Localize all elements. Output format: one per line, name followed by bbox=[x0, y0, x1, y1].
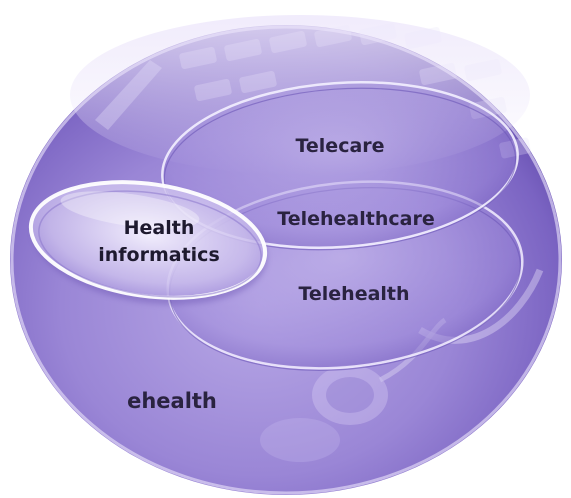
label-telehealth: Telehealth bbox=[298, 283, 409, 305]
label-telehealthcare: Telehealthcare bbox=[277, 208, 434, 230]
telecare-lens bbox=[161, 81, 519, 251]
health-informatics-lens bbox=[28, 180, 268, 305]
label-ehealth: ehealth bbox=[127, 389, 217, 413]
label-health: Health bbox=[124, 217, 195, 239]
pen-shape bbox=[95, 60, 162, 130]
label-telecare: Telecare bbox=[295, 135, 384, 157]
label-informatics: informatics bbox=[98, 244, 220, 266]
